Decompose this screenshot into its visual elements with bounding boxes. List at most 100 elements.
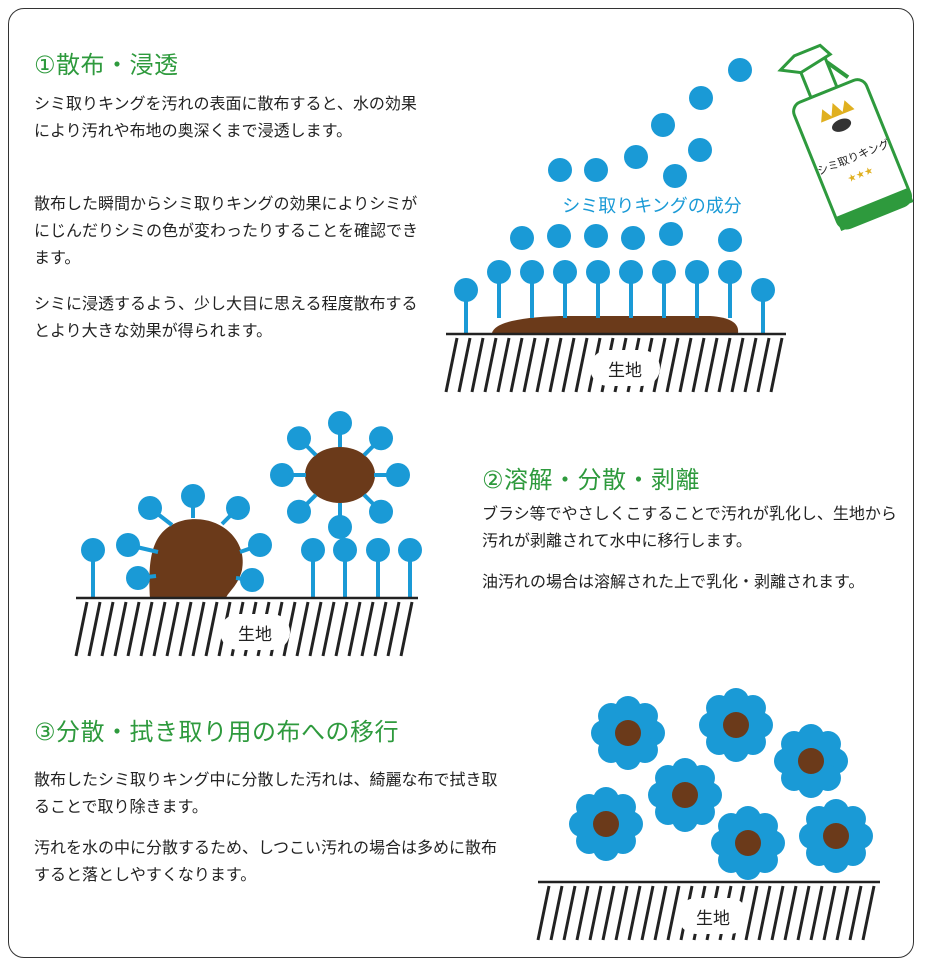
fabric-hatch — [561, 337, 576, 393]
molecule-head — [81, 538, 105, 562]
molecule-head — [138, 496, 162, 520]
spray-droplet — [688, 138, 712, 162]
molecule-head — [369, 499, 394, 524]
fabric-hatch — [548, 337, 563, 393]
fabric-hatch — [627, 885, 642, 941]
fabric-hatch — [87, 601, 102, 657]
fabric-hatch — [769, 337, 784, 393]
diagram-dispersion: 生地 — [536, 688, 880, 941]
fabric-hatch — [204, 601, 219, 657]
section2-title: ②溶解・分散・剥離 — [482, 466, 701, 494]
fabric-hatch — [321, 601, 336, 657]
fabric-hatch — [444, 337, 459, 393]
molecule-head — [328, 411, 352, 435]
spray-droplet — [548, 158, 572, 182]
fabric-hatch — [496, 337, 511, 393]
molecule-head — [328, 515, 352, 539]
spray-droplet — [728, 58, 752, 82]
fabric-hatch — [178, 601, 193, 657]
spray-droplet — [584, 224, 608, 248]
molecule-head — [751, 813, 778, 840]
fabric-hatch — [191, 601, 206, 657]
fabric-label-2: 生地 — [238, 625, 272, 645]
fabric-hatch — [730, 337, 745, 393]
fabric-hatch — [126, 601, 141, 657]
spray-droplet — [584, 158, 608, 182]
spray-droplet — [547, 224, 571, 248]
fabric-hatch — [822, 885, 837, 941]
molecule-head — [609, 794, 636, 821]
section2-paragraph-2: 油汚れの場合は溶解された上で乳化・剥離されます。 — [482, 572, 865, 591]
dirt-particle — [823, 823, 849, 849]
fabric-hatch — [743, 337, 758, 393]
molecule-head — [270, 463, 294, 487]
molecule-head — [586, 260, 610, 284]
fabric-hatch — [614, 885, 629, 941]
fabric-hatch — [809, 885, 824, 941]
section2-paragraph-1: ブラシ等でやさしくこすることで汚れが乳化し、生地から汚れが剥離されて水中に移行し… — [482, 504, 897, 550]
molecule-head — [553, 260, 577, 284]
dirt-lifting — [149, 519, 243, 598]
fabric-hatch — [770, 885, 785, 941]
molecule-head — [369, 426, 394, 451]
fabric-hatch — [334, 601, 349, 657]
fabric-hatch — [717, 337, 732, 393]
component-label: シミ取りキングの成分 — [562, 196, 741, 217]
fabric-hatch — [295, 601, 310, 657]
fabric-label-3: 生地 — [696, 909, 730, 929]
fabric-hatch — [588, 885, 603, 941]
molecule-head — [366, 538, 390, 562]
fabric-hatch — [665, 337, 680, 393]
section3-paragraph-1: 散布したシミ取りキング中に分散した汚れは、綺麗な布で拭き取ることで取り除きます。 — [34, 770, 498, 816]
fabric-hatch — [470, 337, 485, 393]
fabric-hatch — [386, 601, 401, 657]
molecule-head — [333, 538, 357, 562]
fabric-hatch — [522, 337, 537, 393]
fabric-hatch — [691, 337, 706, 393]
fabric-hatch — [139, 601, 154, 657]
fabric-hatch — [653, 885, 668, 941]
spray-droplet — [621, 226, 645, 250]
molecule-head — [739, 695, 766, 722]
fabric-hatch — [575, 885, 590, 941]
fabric-hatch — [549, 885, 564, 941]
spray-droplet — [659, 222, 683, 246]
fabric-hatch — [347, 601, 362, 657]
molecule-head — [454, 278, 478, 302]
dirt-particle — [735, 830, 761, 856]
section3-paragraph-2: 汚れを水の中に分散するため、しつこい汚れの場合は多めに散布すると落としやすくなり… — [34, 838, 498, 884]
dirt-particle — [615, 720, 641, 746]
fabric-hatch — [640, 885, 655, 941]
fabric-hatch — [457, 337, 472, 393]
spray-droplet — [689, 86, 713, 110]
fabric-hatch — [113, 601, 128, 657]
fabric-hatch — [783, 885, 798, 941]
spray-bottle-icon: シミ取りキング ★★★ — [777, 43, 914, 232]
fabric-label-1: 生地 — [608, 361, 642, 381]
molecule-head — [487, 260, 511, 284]
fabric-hatch — [308, 601, 323, 657]
fabric-hatch — [796, 885, 811, 941]
fabric-hatch — [704, 337, 719, 393]
molecule-head — [619, 260, 643, 284]
dirt-detached — [305, 447, 375, 503]
molecule-head — [652, 260, 676, 284]
diagram-dissolve: 生地 — [74, 411, 422, 657]
section1-paragraph-2: 散布した瞬間からシミ取りキングの効果によりシミがにじんだりシミの色が変わったりす… — [34, 194, 419, 267]
content-frame — [8, 8, 914, 958]
fabric-hatch — [165, 601, 180, 657]
fabric-hatch — [574, 337, 589, 393]
molecule-head — [751, 278, 775, 302]
spray-droplet — [663, 164, 687, 188]
dirt-stain — [492, 316, 739, 333]
molecule-head — [398, 538, 422, 562]
fabric-hatch — [74, 601, 89, 657]
molecule-head — [520, 260, 544, 284]
fabric-hatch — [848, 885, 863, 941]
molecule-head — [718, 260, 742, 284]
fabric-hatch — [756, 337, 771, 393]
fabric-hatch — [601, 885, 616, 941]
section1-paragraph-3: シミに浸透するよう、少し大目に思える程度散布するとより大きな効果が得られます。 — [34, 294, 418, 340]
spray-droplet — [510, 226, 534, 250]
